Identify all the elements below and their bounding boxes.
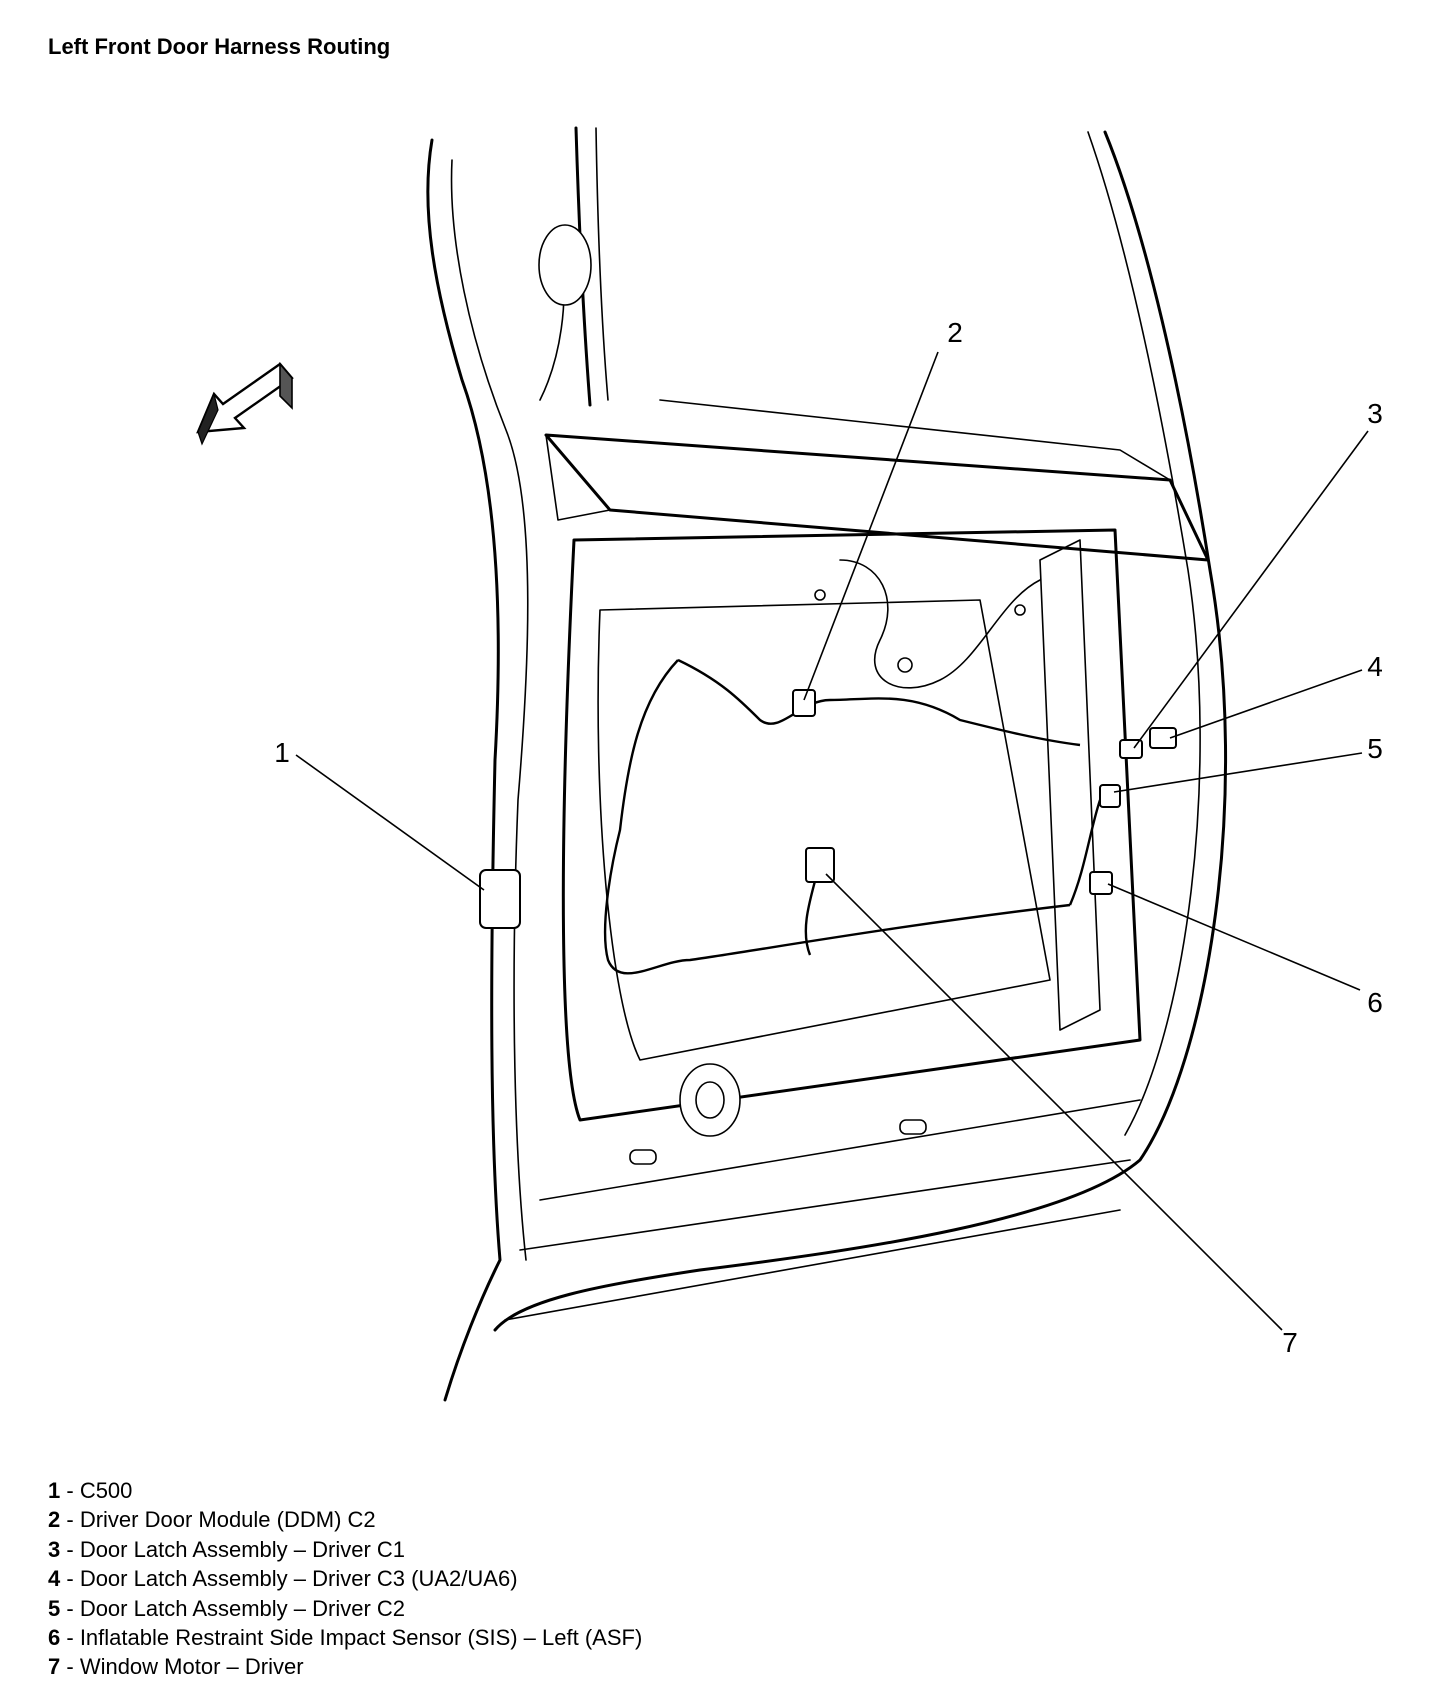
front-direction-arrow-icon <box>196 361 294 446</box>
callout-3: 3 <box>1367 398 1383 429</box>
legend-item-6: 6 - Inflatable Restraint Side Impact Sen… <box>48 1625 643 1651</box>
connector-latch-c2 <box>1099 784 1121 808</box>
legend-item-4: 4 - Door Latch Assembly – Driver C3 (UA2… <box>48 1566 518 1592</box>
connector-window-motor <box>805 847 835 883</box>
connectors <box>479 689 1177 929</box>
callout-1: 1 <box>274 737 290 768</box>
legend-item-2: 2 - Driver Door Module (DDM) C2 <box>48 1507 376 1533</box>
connector-latch-c3 <box>1149 727 1177 749</box>
callout-4: 4 <box>1367 651 1383 682</box>
callout-6: 6 <box>1367 987 1383 1018</box>
legend-item-5: 5 - Door Latch Assembly – Driver C2 <box>48 1595 406 1621</box>
callout-2: 2 <box>947 317 963 348</box>
legend-item-1: 1 - C500 <box>48 1478 133 1503</box>
legend-item-3: 3 - Door Latch Assembly – Driver C1 <box>48 1536 406 1562</box>
door-shell <box>426 126 1228 1402</box>
connector-sis <box>1089 871 1113 895</box>
door-harness-diagram: 1 2 3 4 5 6 7 <box>196 126 1383 1402</box>
callout-numbers: 1 2 3 4 5 6 7 <box>274 317 1383 1358</box>
callout-5: 5 <box>1367 733 1383 764</box>
page-title: Left Front Door Harness Routing <box>48 34 391 59</box>
leader-lines <box>295 351 1369 1331</box>
connector-c500 <box>479 869 521 929</box>
legend: 1 - C500 2 - Driver Door Module (DDM) C2… <box>48 1476 642 1682</box>
wire-harness <box>603 658 1102 975</box>
connector-ddm-c2 <box>792 689 816 717</box>
legend-item-7: 7 - Window Motor – Driver <box>48 1654 304 1680</box>
callout-7: 7 <box>1282 1327 1298 1358</box>
